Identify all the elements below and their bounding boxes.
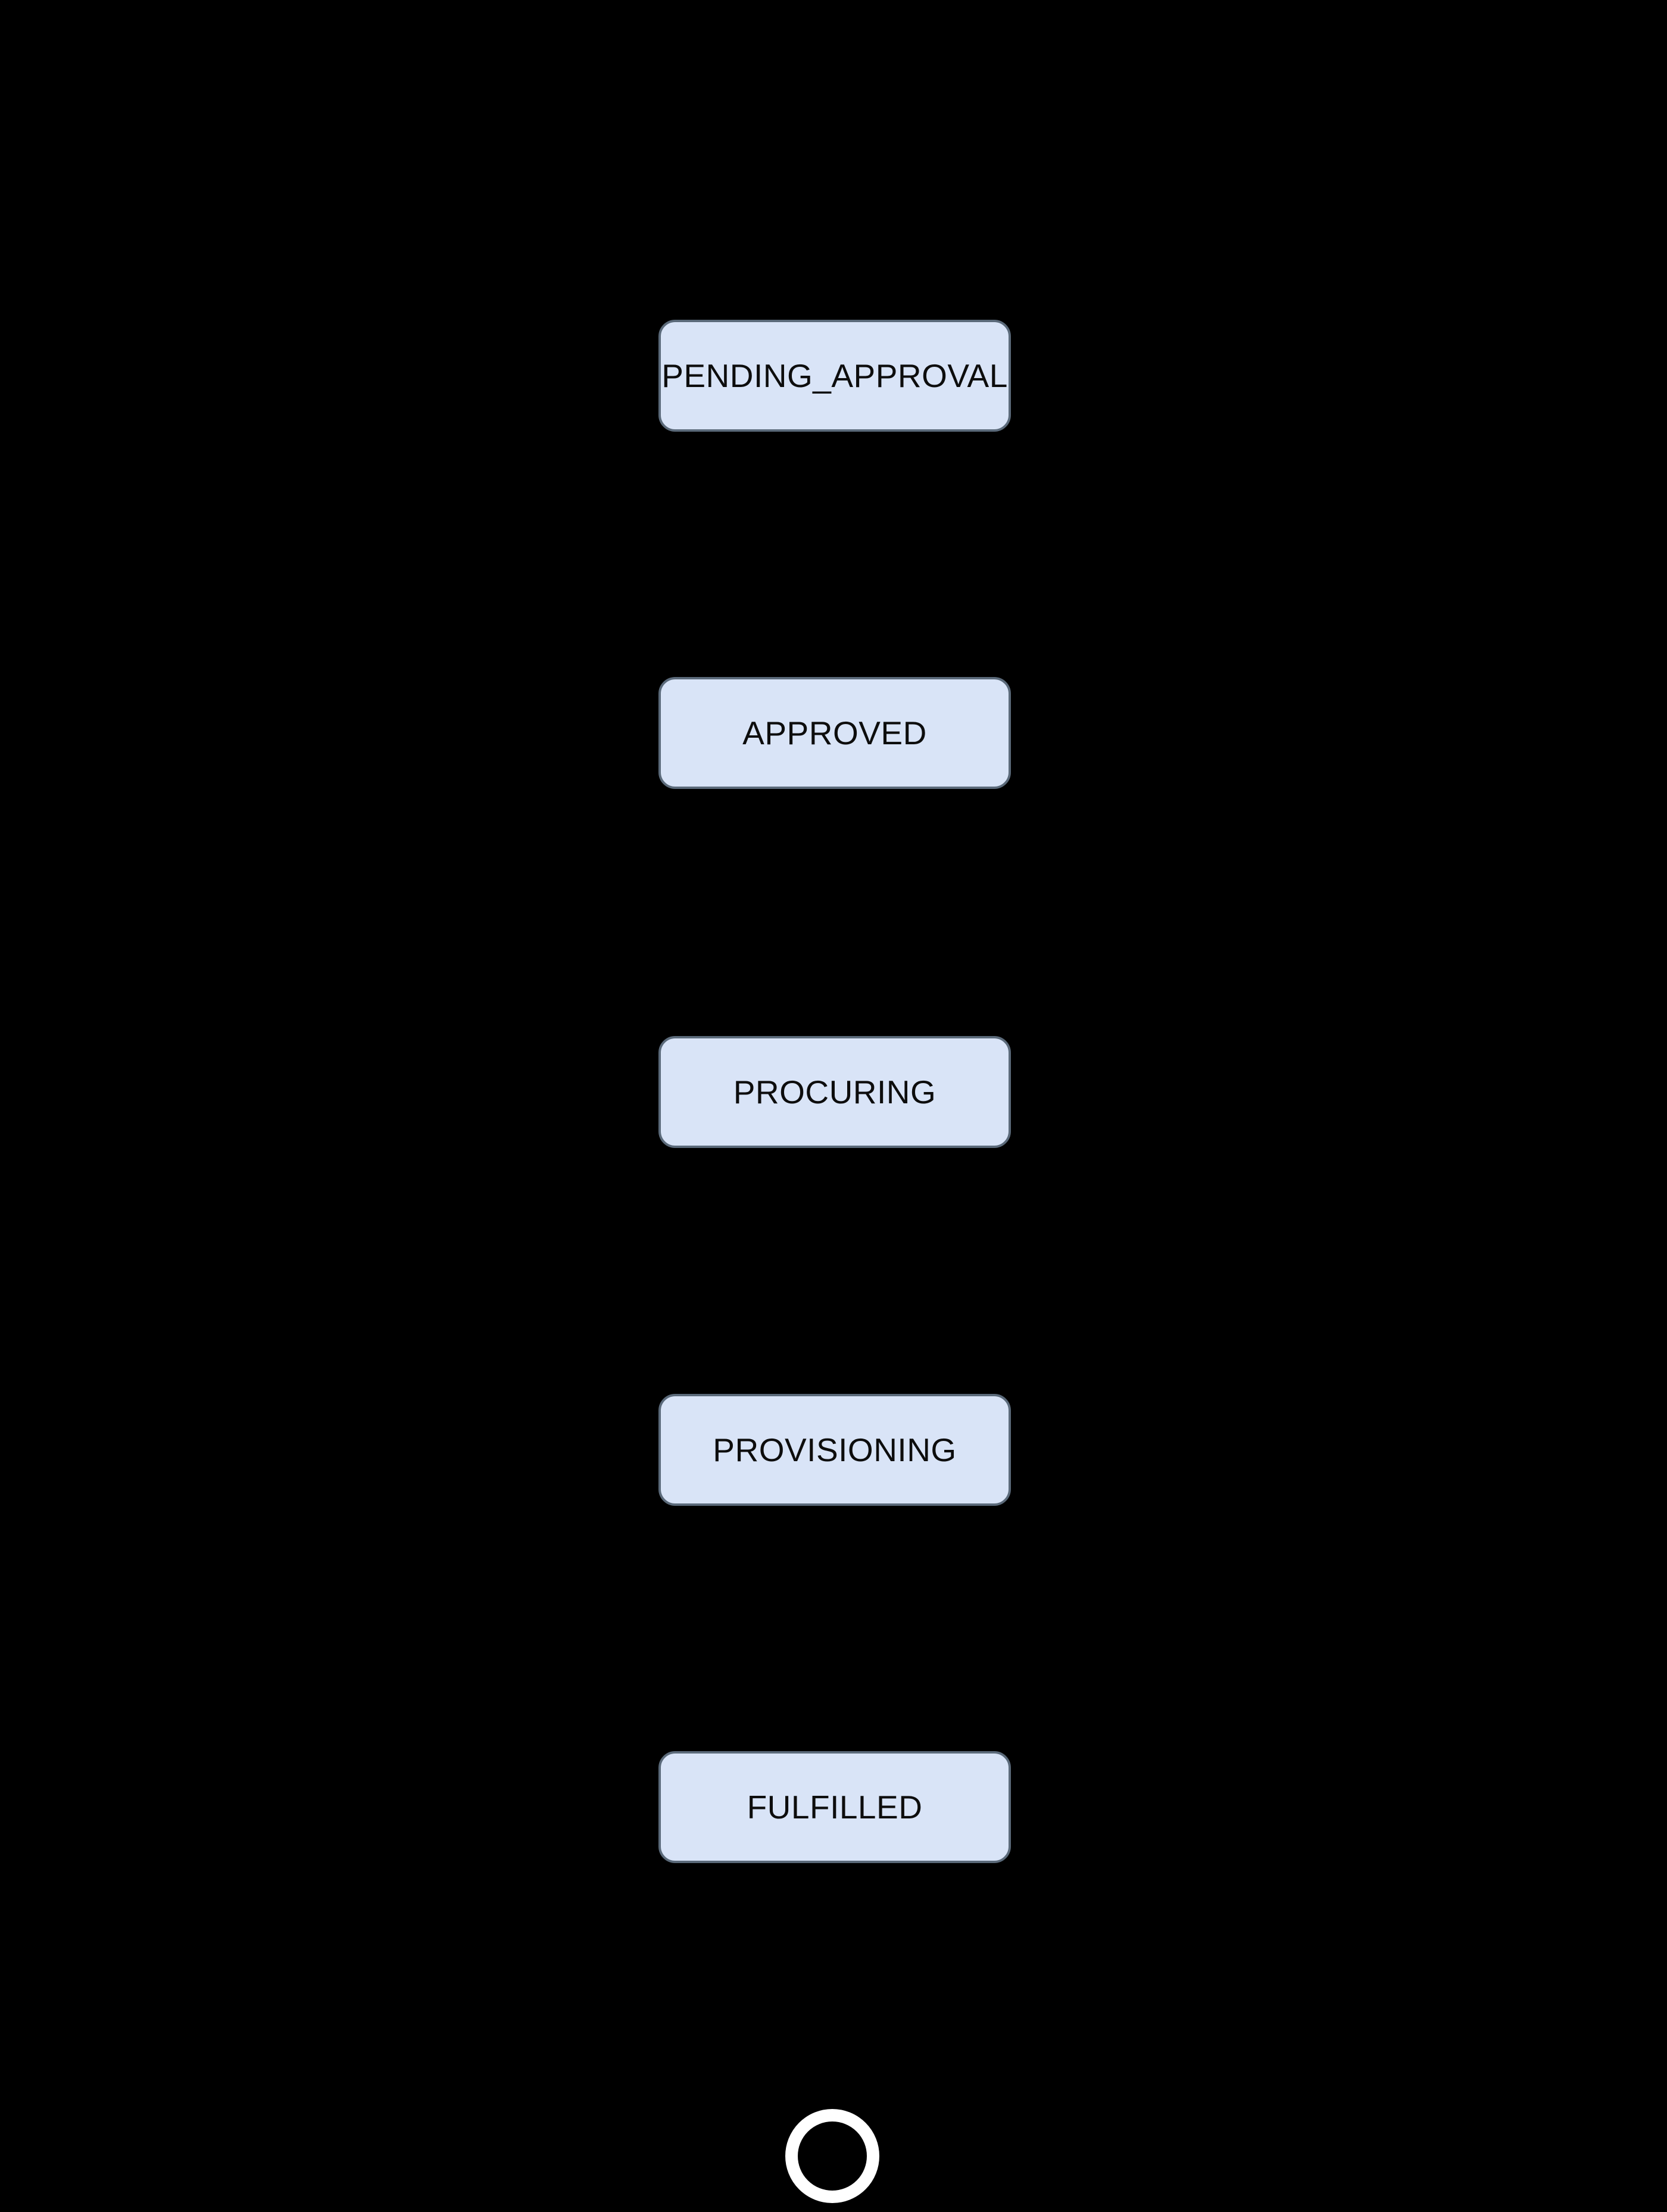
state-label: PROCURING [733, 1074, 936, 1110]
state-label: APPROVED [742, 715, 927, 751]
state-node-approved: APPROVED [658, 677, 1011, 789]
final-state-ring-icon [785, 2109, 879, 2203]
state-node-pending-approval: PENDING_APPROVAL [658, 320, 1011, 432]
state-node-procuring: PROCURING [658, 1036, 1011, 1148]
state-label: PENDING_APPROVAL [661, 357, 1008, 394]
state-label: FULFILLED [747, 1789, 923, 1826]
state-node-fulfilled: FULFILLED [658, 1751, 1011, 1863]
state-label: PROVISIONING [713, 1431, 957, 1468]
state-node-provisioning: PROVISIONING [658, 1394, 1011, 1506]
